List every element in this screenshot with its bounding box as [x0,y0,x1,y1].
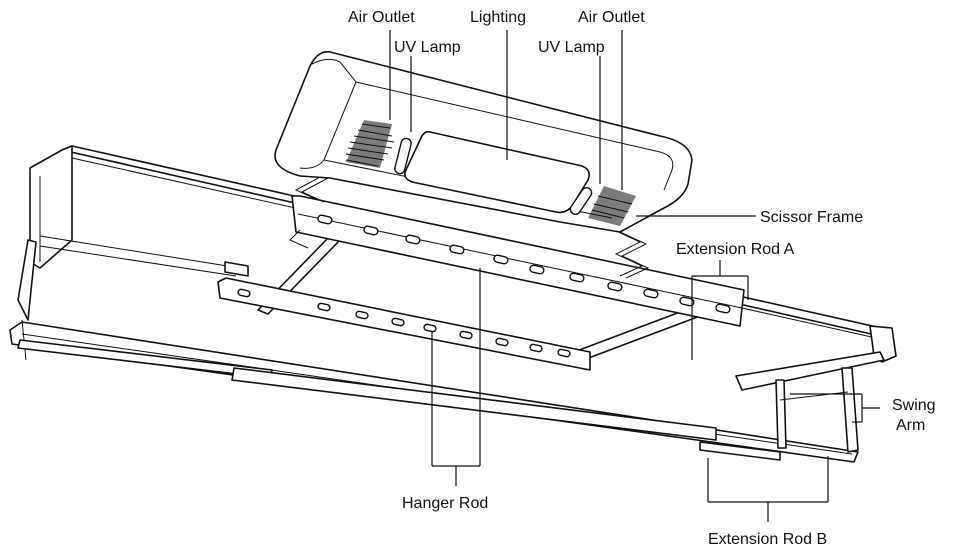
label-lighting: Lighting [470,9,526,26]
dryer-housing [274,50,693,233]
hanger-rods [217,195,745,371]
leader-lines [389,30,880,522]
swing-arms [775,367,859,453]
label-arm: Arm [896,417,925,434]
label-hanger-rod: Hanger Rod [402,495,488,512]
label-uv-lamp-right: UV Lamp [538,39,605,56]
label-air-outlet-left: Air Outlet [348,9,415,26]
label-extension-rod-b: Extension Rod B [708,531,827,548]
hanger-rod-holes [237,214,731,358]
label-air-outlet-right: Air Outlet [578,9,645,26]
label-extension-rod-a: Extension Rod A [676,241,795,258]
air-outlet-vents-left [345,120,395,168]
labels: Air Outlet Lighting Air Outlet UV Lamp U… [348,9,936,548]
label-uv-lamp-left: UV Lamp [394,39,461,56]
label-scissor-frame: Scissor Frame [760,209,863,226]
air-outlet-vents-right [588,186,636,226]
label-swing: Swing [892,397,936,414]
